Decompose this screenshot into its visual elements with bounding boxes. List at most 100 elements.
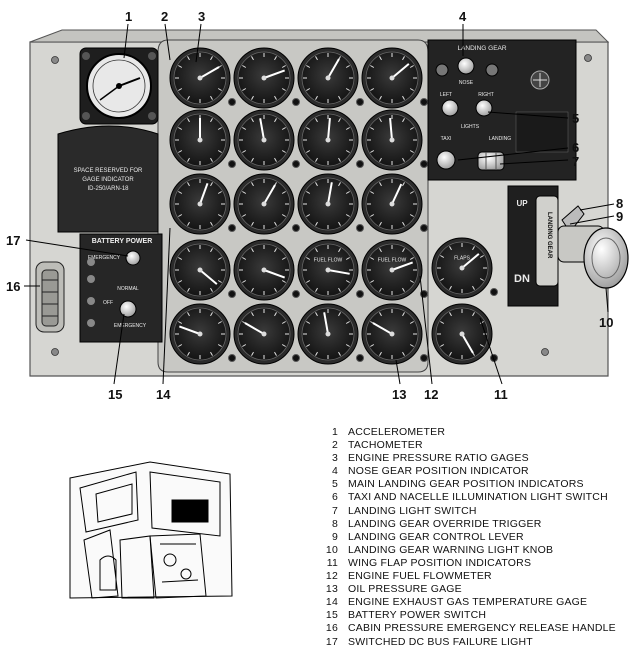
legend-number: 15 xyxy=(325,609,338,622)
callout-15: 15 xyxy=(108,387,123,402)
gauge-needle xyxy=(391,183,403,205)
tachometer xyxy=(169,109,236,171)
gauge-needle xyxy=(327,269,350,275)
flap-indicator xyxy=(431,303,498,365)
oil-pressure-gage xyxy=(233,303,300,365)
gauge-needle xyxy=(263,184,276,205)
battery-power-switch xyxy=(119,300,137,318)
placard-line-3: ID-250/ARN-18 xyxy=(87,186,129,192)
legend-text: ACCELEROMETER xyxy=(348,426,446,438)
legend-number: 2 xyxy=(331,439,338,452)
gauge-needle xyxy=(199,182,209,205)
tachometer xyxy=(297,109,364,171)
exhaust-gas-temp-gage xyxy=(361,173,428,235)
fuel-flowmeter: FUEL FLOW xyxy=(297,239,364,301)
placard-line-1: SPACE RESERVED FOR xyxy=(74,168,143,174)
callout-14: 14 xyxy=(156,387,171,402)
gauge-face-label: FUEL FLOW xyxy=(314,257,343,263)
engine-pressure-ratio-gage xyxy=(233,47,300,109)
gauge-needle xyxy=(461,253,480,269)
legend-text: TAXI AND NACELLE ILLUMINATION LIGHT SWIT… xyxy=(348,491,608,504)
exhaust-gas-temp-gage xyxy=(233,173,300,235)
gauge-needle xyxy=(259,118,265,141)
nose-gear-indicator xyxy=(457,57,475,75)
gauge-needle xyxy=(391,63,410,79)
gauge-needle xyxy=(327,182,333,205)
battery-power-panel: BATTERY POWER EMERGENCY NORMAL OFF EMERG… xyxy=(79,233,163,343)
tachometer xyxy=(361,109,428,171)
legend-text: MAIN LANDING GEAR POSITION INDICATORS xyxy=(348,478,584,491)
callout-7: 7 xyxy=(572,154,580,169)
gauge-needle xyxy=(327,117,331,141)
legend-number: 4 xyxy=(331,465,338,478)
legend-text: LANDING LIGHT SWITCH xyxy=(348,504,477,517)
gear-up-label: UP xyxy=(516,199,528,208)
right-label: RIGHT xyxy=(478,92,494,98)
fuel-flowmeter xyxy=(169,239,236,301)
tachometer xyxy=(233,109,300,171)
gauge-needle xyxy=(244,322,265,335)
callout-3: 3 xyxy=(198,9,206,24)
gear-dn-label: DN xyxy=(514,273,530,285)
emergency-label-bottom: EMERGENCY xyxy=(114,323,147,329)
legend-text: BATTERY POWER SWITCH xyxy=(348,609,487,622)
exhaust-gas-temp-gage xyxy=(169,173,236,235)
accelerometer-needle xyxy=(118,77,141,87)
callout-8: 8 xyxy=(616,196,624,211)
callout-10: 10 xyxy=(599,315,614,330)
legend-text: ENGINE FUEL FLOWMETER xyxy=(348,570,492,583)
gauge-needle xyxy=(263,269,286,279)
gauge-needle xyxy=(391,261,414,271)
nose-label: NOSE xyxy=(459,80,474,86)
callout-1: 1 xyxy=(125,9,133,24)
gauge-needle xyxy=(327,58,340,79)
callout-leaders xyxy=(24,23,615,385)
engine-pressure-ratio-gage xyxy=(169,47,236,109)
legend-text: LANDING GEAR OVERRIDE TRIGGER xyxy=(348,517,542,530)
oil-pressure-gage xyxy=(169,303,236,365)
fuel-flowmeter xyxy=(233,239,300,301)
legend-text: LANDING GEAR CONTROL LEVER xyxy=(348,530,524,543)
legend-number: 11 xyxy=(326,556,338,569)
legend-number: 1 xyxy=(331,426,338,438)
taxi-label: TAXI xyxy=(441,136,452,142)
callout-6: 6 xyxy=(572,140,580,155)
gauge-needle xyxy=(199,66,220,79)
landing-gear-title: LANDING GEAR xyxy=(457,45,506,52)
callout-5: 5 xyxy=(572,111,580,126)
legend-item: 8 LANDING GEAR OVERRIDE TRIGGER xyxy=(322,518,616,531)
callout-11: 11 xyxy=(494,387,508,402)
legend-text: OIL PRESSURE GAGE xyxy=(348,583,462,596)
oil-pressure-gage xyxy=(361,303,428,365)
legend-text: ENGINE EXHAUST GAS TEMPERATURE GAGE xyxy=(348,596,588,609)
gear-lever-label: LANDING GEAR xyxy=(546,212,552,259)
gauge-needle xyxy=(323,312,329,335)
callout-2: 2 xyxy=(161,9,169,24)
screw xyxy=(51,348,59,356)
landing-gear-panel: LANDING GEAR NOSE LEFT RIGHT LIGHTS TAXI… xyxy=(427,39,577,181)
battery-power-title: BATTERY POWER xyxy=(92,238,153,245)
engine-pressure-ratio-gage xyxy=(361,47,428,109)
legend-number: 8 xyxy=(331,517,338,530)
gauge-face-label: FLAPS xyxy=(454,255,471,261)
off-label: OFF xyxy=(103,300,113,306)
locator-panel-highlight xyxy=(171,499,209,523)
legend-number: 10 xyxy=(325,543,338,556)
wing-flap-position-indicators: FLAPS xyxy=(431,237,498,365)
legend-text: SWITCHED DC BUS FAILURE LIGHT xyxy=(348,635,533,648)
oil-pressure-gage xyxy=(297,303,364,365)
gauge-needle xyxy=(372,322,393,335)
left-label: LEFT xyxy=(440,92,452,98)
legend-number: 16 xyxy=(325,622,338,635)
gauge-face-label: FUEL FLOW xyxy=(378,257,407,263)
gauge-needle xyxy=(263,69,286,79)
